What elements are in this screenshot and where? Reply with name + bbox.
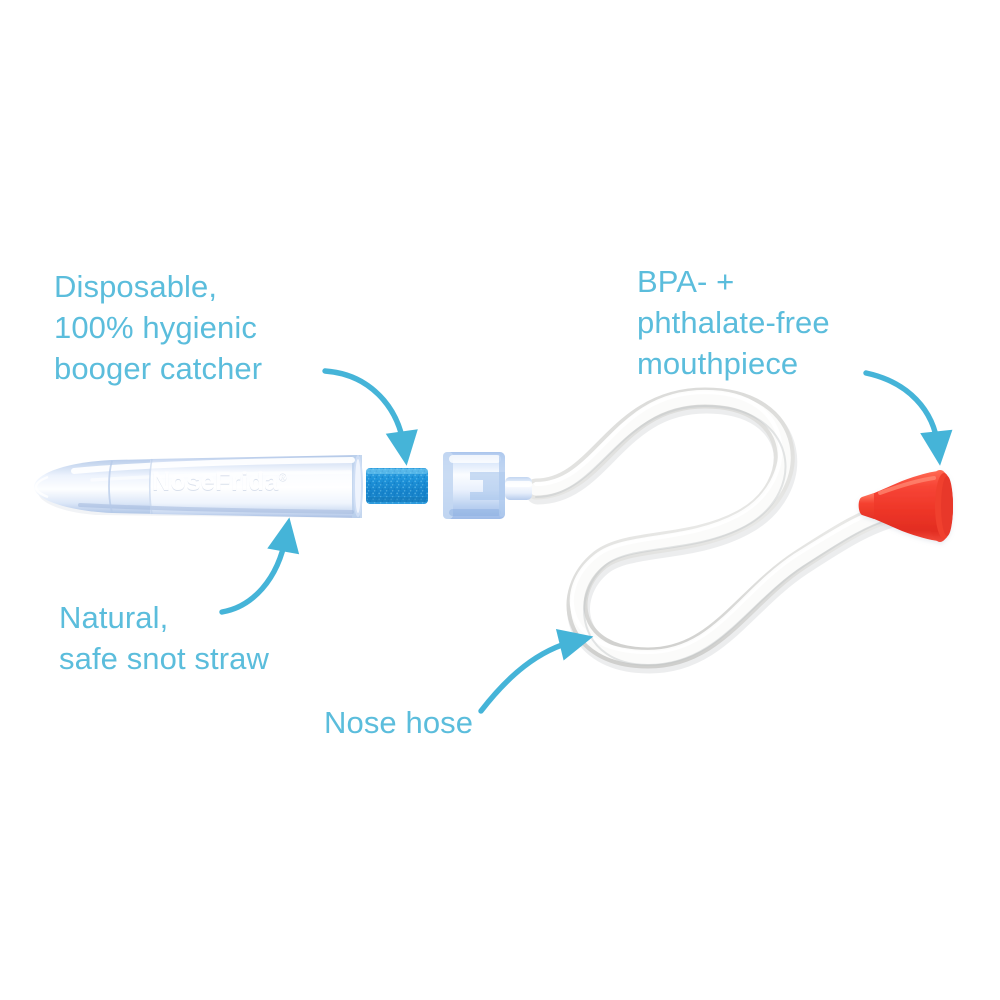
arrow-to-filter-sponge — [322, 368, 418, 466]
clear-tube-body — [34, 455, 363, 518]
arrow-to-white-hose — [478, 628, 594, 714]
callout-booger-catcher: Disposable, 100% hygienic booger catcher — [54, 269, 263, 386]
red-mouthpiece — [858, 470, 953, 542]
arrow-to-clear-tube-body — [219, 517, 300, 615]
arrow-to-red-mouthpiece — [863, 370, 953, 466]
callout-mouthpiece: BPA- + phthalate-free mouthpiece — [637, 264, 830, 381]
cap-connector — [443, 452, 532, 519]
callout-arrows — [219, 368, 953, 714]
callout-nose-hose: Nose hose — [324, 705, 474, 740]
white-hose — [525, 387, 915, 674]
filter-sponge — [366, 468, 428, 504]
callout-snot-straw: Natural, safe snot straw — [59, 600, 269, 676]
